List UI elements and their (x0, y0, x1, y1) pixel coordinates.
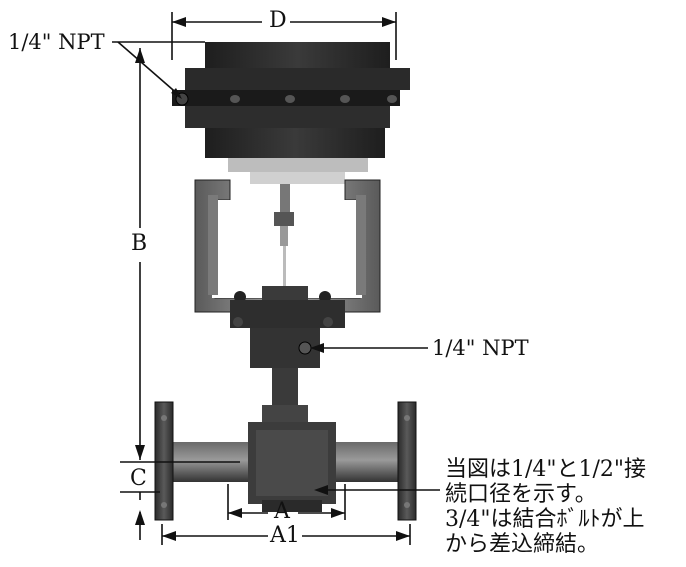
dim-label-a: A (274, 499, 290, 524)
note-line-1: 当図は1/4"と1/2"接 (445, 457, 647, 482)
note-line-2: 続口径を示す。 (445, 482, 597, 507)
actuator (172, 42, 410, 184)
dim-label-a1: A1 (270, 523, 300, 548)
npt-top-label: 1/4" NPT (8, 30, 105, 54)
dim-label-b: B (131, 231, 148, 256)
dimension-lines (112, 12, 440, 545)
yoke (194, 179, 381, 328)
note-line-4: から差込締結。 (445, 532, 600, 557)
dim-label-c: C (130, 466, 147, 491)
note-line-3: 3/4"は結合ﾎﾞﾙﾄが上 (445, 507, 645, 532)
bonnet (250, 328, 320, 425)
dim-label-d: D (269, 8, 287, 33)
connection-note: 当図は1/4"と1/2"接 続口径を示す。 3/4"は結合ﾎﾞﾙﾄが上 から差込… (445, 457, 646, 557)
npt-side-label: 1/4" NPT (432, 336, 529, 360)
